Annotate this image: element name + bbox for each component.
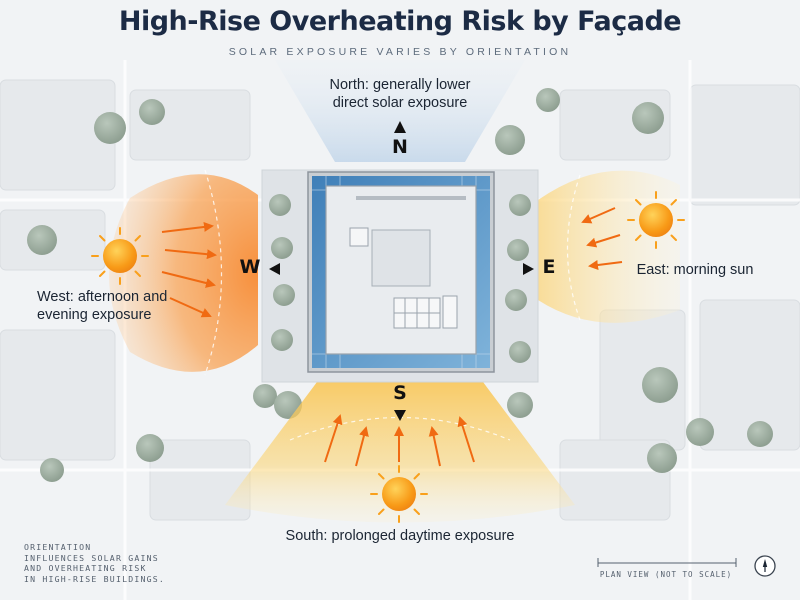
tree-icon bbox=[686, 418, 714, 446]
tree-icon bbox=[509, 194, 531, 216]
sun-ray-arrow-icon bbox=[581, 207, 616, 224]
sun-ray-arrow-icon bbox=[324, 414, 343, 463]
sun-ray-arrow-icon bbox=[161, 271, 216, 288]
south-label: South: prolonged daytime exposure bbox=[285, 528, 515, 544]
north-letter: N bbox=[392, 136, 408, 158]
south-arrow-icon bbox=[394, 410, 406, 421]
tree-icon bbox=[139, 99, 165, 125]
tree-icon bbox=[509, 341, 531, 363]
north-label-line2: direct solar exposure bbox=[332, 95, 468, 111]
south-sun bbox=[370, 465, 428, 523]
west-sun bbox=[91, 227, 149, 285]
tree-icon bbox=[536, 88, 560, 112]
west-letter: W bbox=[239, 256, 261, 278]
tree-icon bbox=[507, 392, 533, 418]
east-exposure-arc bbox=[566, 174, 581, 321]
city-blocks bbox=[0, 79, 800, 521]
west-exposure-arc bbox=[204, 169, 223, 376]
tree-icon bbox=[495, 125, 525, 155]
tree-icon bbox=[647, 443, 677, 473]
sun-ray-arrow-icon bbox=[169, 297, 212, 318]
sun-ray-arrow-icon bbox=[355, 426, 369, 467]
north-exposure-wedge bbox=[275, 60, 525, 162]
west-label-line2: evening exposure bbox=[37, 307, 152, 323]
rooftop-solar-panels bbox=[393, 295, 458, 329]
north-label-line1: North: generally lower bbox=[329, 77, 471, 93]
west-rays bbox=[161, 221, 217, 318]
caption-line2: INFLUENCES SOLAR GAINS bbox=[24, 552, 159, 563]
east-letter: E bbox=[542, 256, 556, 278]
sun-ray-arrow-icon bbox=[457, 416, 475, 463]
footer-caption: ORIENTATION INFLUENCES SOLAR GAINS AND O… bbox=[24, 542, 214, 584]
compass-icon bbox=[754, 555, 776, 577]
north-arrow-icon bbox=[394, 121, 406, 133]
west-label: West: afternoon and evening exposure bbox=[37, 288, 227, 324]
east-arrow-icon bbox=[523, 263, 534, 275]
roof-unit bbox=[349, 227, 369, 247]
west-label-line1: West: afternoon and bbox=[37, 289, 168, 305]
scale-bar bbox=[597, 558, 737, 567]
tree-icon bbox=[507, 239, 529, 261]
sun-icon bbox=[639, 203, 673, 237]
tree-icon bbox=[27, 225, 57, 255]
page-subtitle: SOLAR EXPOSURE VARIES BY ORIENTATION bbox=[228, 46, 572, 58]
tree-icon bbox=[632, 102, 664, 134]
tree-icon bbox=[271, 237, 293, 259]
east-sun bbox=[627, 191, 685, 249]
tree-icon bbox=[253, 384, 277, 408]
sun-icon bbox=[382, 477, 416, 511]
caption-line3: AND OVERHEATING RISK bbox=[24, 563, 147, 573]
caption-line4: IN HIGH-RISE BUILDINGS. bbox=[24, 573, 165, 584]
scale-note: PLAN VIEW (NOT TO SCALE) bbox=[599, 570, 733, 579]
south-letter: S bbox=[393, 382, 407, 404]
sun-ray-arrow-icon bbox=[164, 249, 217, 260]
high-rise-building bbox=[307, 171, 495, 373]
tree-icon bbox=[642, 367, 678, 403]
tree-icon bbox=[747, 421, 773, 447]
tree-icon bbox=[40, 458, 64, 482]
page-title: High-Rise Overheating Risk by Façade bbox=[118, 6, 682, 37]
roof-plant-room bbox=[371, 229, 431, 287]
tree-icon bbox=[505, 289, 527, 311]
tree-icon bbox=[94, 112, 126, 144]
sun-ray-arrow-icon bbox=[428, 426, 441, 467]
east-rays bbox=[581, 207, 623, 270]
east-label: East: morning sun bbox=[636, 262, 754, 278]
tree-icon bbox=[271, 329, 293, 351]
west-exposure-wedge bbox=[109, 174, 258, 372]
east-exposure-wedge bbox=[538, 170, 680, 323]
north-label: North: generally lower direct solar expo… bbox=[300, 76, 500, 112]
tree-icon bbox=[273, 284, 295, 306]
sun-ray-arrow-icon bbox=[588, 260, 623, 270]
tree-icon bbox=[136, 434, 164, 462]
plaza-trees bbox=[269, 194, 531, 363]
trees bbox=[27, 88, 773, 482]
sun-icon bbox=[103, 239, 137, 273]
south-rays bbox=[324, 414, 475, 467]
west-arrow-icon bbox=[269, 263, 280, 275]
sun-ray-arrow-icon bbox=[161, 221, 214, 233]
caption-line1: ORIENTATION bbox=[24, 542, 92, 552]
sun-ray-arrow-icon bbox=[586, 234, 621, 248]
tree-icon bbox=[269, 194, 291, 216]
